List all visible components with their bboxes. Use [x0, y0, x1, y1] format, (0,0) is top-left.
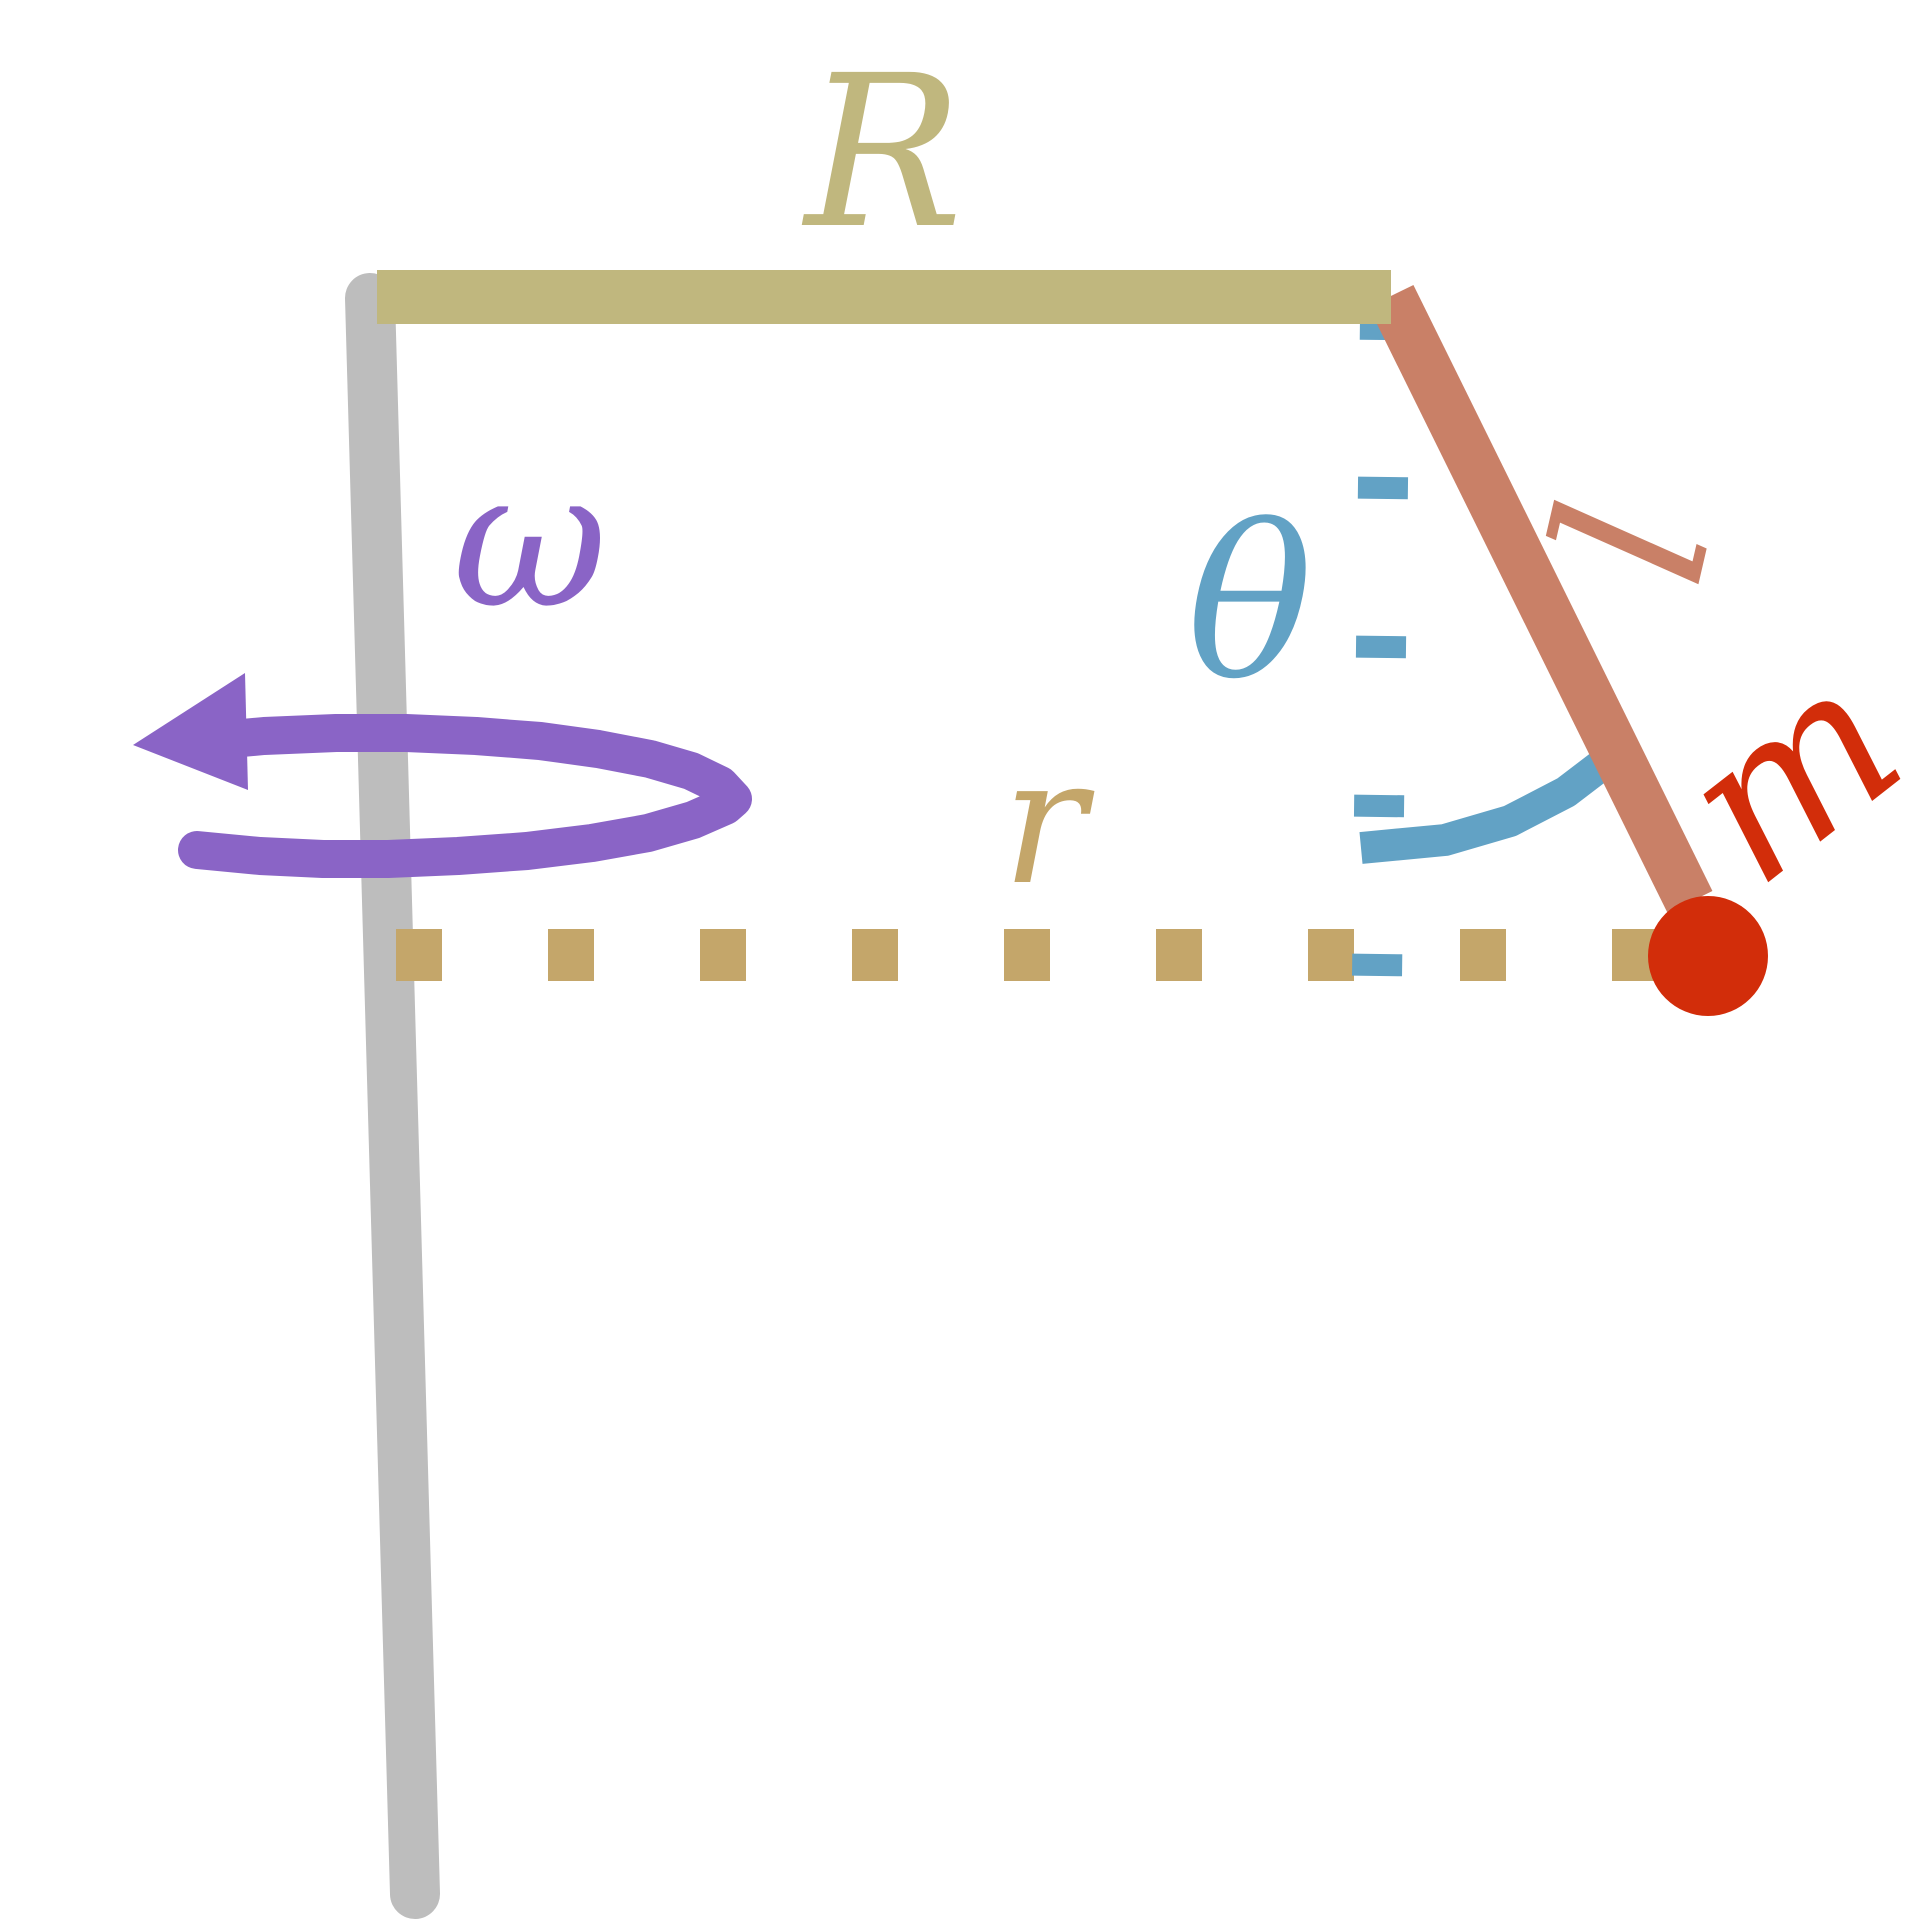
mass-ball-icon [1648, 896, 1768, 1016]
label-r: r [1002, 721, 1095, 924]
pendulum-rod [1368, 284, 1713, 914]
label-omega: ω [453, 429, 608, 650]
rotation-arrow-head [133, 673, 248, 790]
angle-arc [1359, 750, 1614, 864]
label-theta: θ [1187, 481, 1313, 726]
rotation-arrow-icon [133, 673, 752, 878]
label-R: R [801, 30, 963, 275]
vertical-reference-line [1352, 317, 1410, 979]
rotation-arrow-loop [178, 714, 752, 878]
rotation-axis [345, 273, 440, 1919]
